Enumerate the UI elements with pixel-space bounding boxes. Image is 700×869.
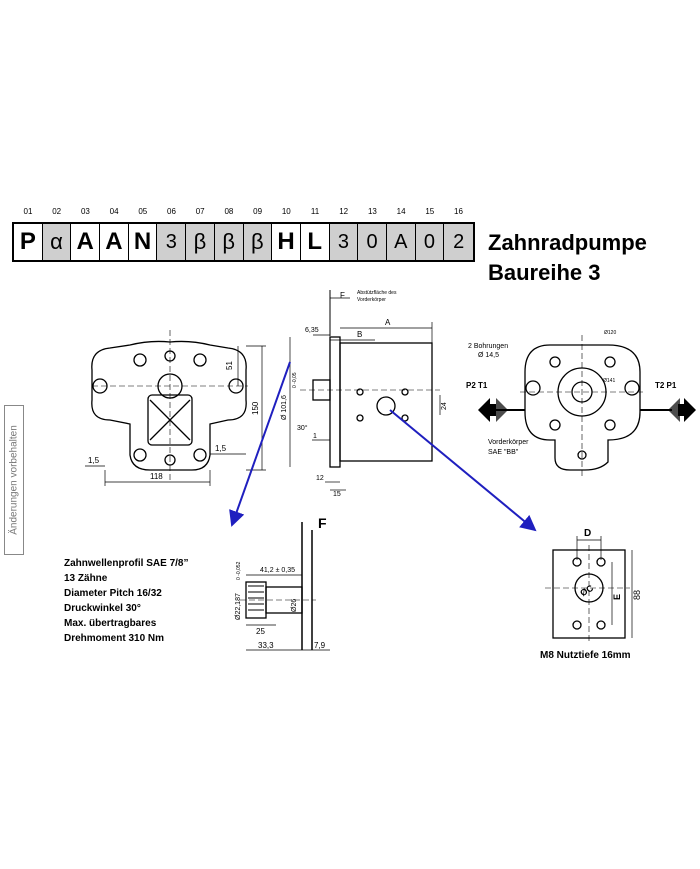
- code-cell: β: [186, 224, 215, 260]
- dim-12: 12: [316, 475, 324, 482]
- position-number: 03: [80, 207, 90, 216]
- position-number: 15: [425, 207, 435, 216]
- support-note-2: Vorderkörper: [357, 297, 386, 303]
- body-note-2: SAE "BB": [488, 449, 519, 456]
- dim-22: Ø22,187: [235, 593, 242, 620]
- position-number: 10: [281, 207, 291, 216]
- dim-e: E: [612, 594, 622, 600]
- dim-33: 33,3: [258, 641, 274, 650]
- code-cell: 3: [157, 224, 187, 260]
- dim-1-5-left: 1,5: [88, 456, 100, 465]
- support-note-1: Abstützfläche des: [357, 290, 397, 296]
- dim-dia-tol: 0 -0,05: [292, 372, 298, 388]
- dim-22-tol: 0 -0,052: [236, 561, 242, 580]
- bores-note-2: Ø 14,5: [478, 352, 499, 359]
- dim-7-9: 7,9: [314, 641, 326, 650]
- position-number: 12: [339, 207, 349, 216]
- dim-dia-101: Ø 101,6: [281, 395, 288, 420]
- dim-dia-120: Ø120: [604, 330, 616, 336]
- body-note-1: Vorderkörper: [488, 439, 529, 446]
- dim-118: 118: [150, 472, 163, 481]
- position-number: 13: [367, 207, 377, 216]
- dim-25: 25: [256, 627, 265, 636]
- dim-15: 15: [333, 491, 341, 498]
- dim-1-5-right: 1,5: [215, 444, 227, 453]
- front-view: [85, 330, 266, 486]
- position-number: 14: [396, 207, 406, 216]
- position-numbers: 01 02 03 04 05 06 07 08 09 10 11 12 13 14 15 16: [12, 207, 474, 221]
- position-number: 04: [109, 207, 119, 216]
- code-cell: P: [14, 224, 43, 260]
- callout-arrow-shaft: [229, 361, 291, 527]
- rear-view: [490, 335, 672, 478]
- code-cell: A: [100, 224, 129, 260]
- title-line-1: Zahnradpumpe: [488, 230, 647, 255]
- shaft-label-f: F: [318, 515, 327, 531]
- spec-line: Diameter Pitch 16/32: [64, 588, 162, 599]
- dim-dc: ØC: [578, 583, 595, 599]
- port-caption: M8 Nutztiefe 16mm: [540, 650, 631, 661]
- spec-line: 13 Zähne: [64, 573, 108, 584]
- spec-line: Zahnwellenprofil SAE 7/8”: [64, 558, 189, 569]
- dim-dia-141: Ø141: [603, 378, 615, 384]
- dim-41: 41,2 ± 0,35: [260, 567, 295, 574]
- dim-30deg: 30°: [297, 424, 308, 432]
- shaft-detail: [240, 522, 330, 651]
- port-label-t2p1: T2 P1: [655, 381, 677, 390]
- code-cell: 2: [444, 224, 473, 260]
- code-cell: α: [42, 224, 72, 260]
- dim-150: 150: [251, 401, 260, 415]
- dim-1: 1: [313, 433, 317, 440]
- port-label-p2t1: P2 T1: [466, 381, 488, 390]
- position-number: 09: [253, 207, 263, 216]
- dim-a: A: [385, 318, 391, 327]
- position-number: 06: [167, 207, 176, 216]
- spec-line: Max. übertragbares: [64, 618, 157, 629]
- position-number: 02: [52, 207, 62, 216]
- dim-26: Ø26: [291, 599, 298, 612]
- position-number: 16: [454, 207, 463, 216]
- change-note-box: Änderungen vorbehalten: [4, 405, 24, 555]
- position-number: 08: [224, 207, 234, 216]
- dim-6-35: 6,35: [305, 327, 319, 334]
- callout-arrow-port: [389, 409, 537, 532]
- title-line-2: Baureihe 3: [488, 260, 601, 285]
- bores-note-1: 2 Bohrungen: [468, 343, 508, 350]
- code-cell: 0: [415, 224, 445, 260]
- dim-88: 88: [632, 590, 642, 600]
- code-cell: 3: [329, 224, 359, 260]
- code-cell: β: [243, 224, 273, 260]
- side-label-f: F: [340, 291, 345, 300]
- code-cell: β: [214, 224, 244, 260]
- code-cell: A: [71, 224, 101, 260]
- port-detail: [545, 536, 633, 642]
- code-cell: N: [129, 224, 158, 260]
- side-view: [289, 290, 441, 491]
- code-cell: 0: [358, 224, 387, 260]
- product-title: Zahnradpumpe Baureihe 3: [488, 228, 647, 288]
- dim-51: 51: [225, 361, 234, 370]
- position-number: 11: [310, 207, 320, 216]
- code-cell: L: [301, 224, 330, 260]
- spec-line: Drehmoment 310 Nm: [64, 633, 165, 644]
- dim-b: B: [357, 330, 362, 339]
- position-number: 01: [23, 207, 33, 216]
- dim-d: D: [584, 528, 591, 539]
- code-cell: H: [272, 224, 301, 260]
- code-cell: A: [386, 224, 416, 260]
- position-number: 07: [195, 207, 205, 216]
- position-number: 05: [138, 207, 148, 216]
- spec-line: Druckwinkel 30°: [64, 603, 141, 614]
- dim-24: 24: [441, 402, 448, 410]
